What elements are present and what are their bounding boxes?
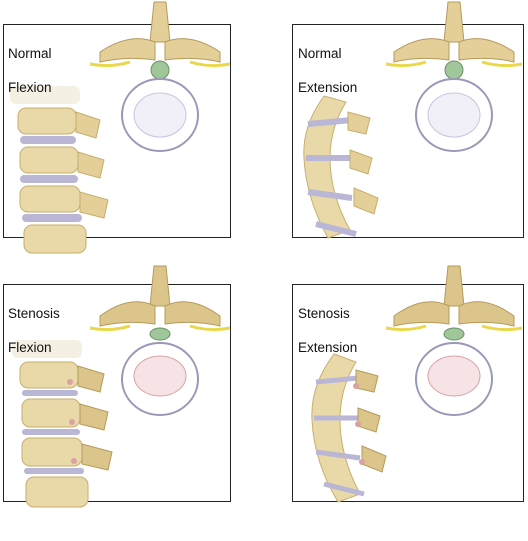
panel-stenosis-flexion: Stenosis Flexion	[0, 262, 264, 532]
label-posture: Extension	[298, 340, 358, 355]
lumbar-spine	[311, 353, 387, 503]
label-condition: Normal	[298, 46, 342, 61]
label-posture: Flexion	[8, 340, 52, 355]
panel-label: Stenosis Flexion	[8, 288, 60, 356]
label-condition: Normal	[8, 46, 52, 61]
label-posture: Extension	[298, 80, 358, 95]
lumbar-spine	[12, 340, 113, 508]
axial-vertebra	[89, 1, 231, 152]
panel-frame	[292, 24, 524, 238]
panel-label: Normal Extension	[298, 28, 357, 96]
panel-label: Normal Flexion	[8, 28, 52, 96]
spine-illustration	[311, 265, 523, 503]
panel-normal-flexion: Normal Flexion	[0, 0, 264, 270]
lumbar-spine	[303, 95, 379, 239]
panel-label: Stenosis Extension	[298, 288, 357, 356]
panel-normal-extension: Normal Extension	[264, 0, 528, 270]
spine-illustration	[10, 1, 231, 254]
spine-illustration	[303, 1, 523, 239]
lumbar-spine	[10, 86, 109, 254]
axial-vertebra	[385, 1, 523, 152]
label-posture: Flexion	[8, 80, 52, 95]
axial-vertebra	[385, 265, 523, 416]
panel-frame	[3, 24, 231, 238]
axial-vertebra	[89, 265, 231, 416]
panel-frame	[3, 284, 231, 502]
label-condition: Stenosis	[8, 306, 60, 321]
spine-illustration	[12, 265, 231, 508]
panel-stenosis-extension: Stenosis Extension	[264, 262, 528, 532]
panel-frame	[292, 284, 524, 502]
label-condition: Stenosis	[298, 306, 350, 321]
